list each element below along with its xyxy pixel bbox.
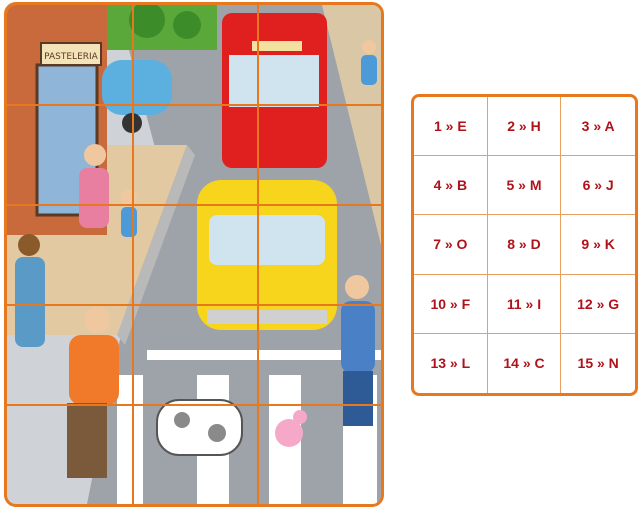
- spotted-dog: [156, 399, 243, 456]
- answer-cell: 11 » I: [487, 274, 562, 334]
- puzzle-piece[interactable]: [257, 105, 381, 205]
- answer-cell: 1 » E: [414, 97, 488, 157]
- man-right: [341, 275, 375, 426]
- crosswalk-stripe: [117, 375, 143, 504]
- man-with-dog: [67, 307, 119, 478]
- puzzle-piece[interactable]: [7, 105, 132, 205]
- puzzle-piece[interactable]: [257, 5, 381, 105]
- puzzle-piece[interactable]: [257, 305, 381, 405]
- puzzle-piece[interactable]: [7, 305, 132, 405]
- street-scene: PASTELERIA: [7, 5, 381, 504]
- grid-line-horizontal: [7, 404, 381, 406]
- grid-line-horizontal: [7, 304, 381, 306]
- answer-cell: 13 » L: [414, 333, 488, 393]
- pink-poodle: [275, 410, 307, 447]
- yellow-car-bumper: [207, 310, 327, 324]
- answer-cell: 6 » J: [561, 156, 635, 216]
- answer-cell: 15 » N: [577, 355, 619, 372]
- blue-car: [102, 60, 172, 115]
- answer-cell: 4 » B: [414, 156, 488, 216]
- shop-sign-text: PASTELERIA: [44, 52, 99, 62]
- answer-key-grid: 1 » E 2 » H 3 » A 4 » B 5 » M 6 » J 7 » …: [411, 94, 638, 396]
- tree: [129, 5, 165, 38]
- grid-line-vertical: [257, 5, 259, 504]
- puzzle-piece[interactable]: [132, 205, 257, 305]
- answer-cell: 14 » C: [488, 333, 562, 393]
- curb-left: [117, 145, 195, 345]
- puzzle-piece[interactable]: [132, 405, 257, 504]
- answer-cell: 3 » A: [561, 97, 635, 157]
- puzzle-piece[interactable]: [257, 205, 381, 305]
- grid-line-horizontal: [7, 204, 381, 206]
- crosswalk-top-line: [147, 350, 381, 360]
- puzzle-piece[interactable]: [257, 405, 381, 504]
- man-top-right: [361, 40, 377, 85]
- puzzle-piece[interactable]: [7, 5, 132, 105]
- answer-cell: 2 » H: [487, 97, 562, 157]
- puzzle-piece[interactable]: [7, 205, 132, 305]
- answer-cell: 5 » M: [487, 156, 562, 216]
- puzzle-piece[interactable]: [132, 305, 257, 405]
- tree: [173, 11, 201, 39]
- shop-sign-board: [40, 42, 102, 66]
- puzzle-board: PASTELERIA: [4, 2, 384, 507]
- answer-cell: 7 » O: [414, 215, 488, 275]
- answer-cell: 8 » D: [487, 215, 562, 275]
- bus-windshield: [229, 55, 319, 107]
- bus-sign: [252, 41, 302, 51]
- puzzle-piece[interactable]: [132, 5, 257, 105]
- grid-line-horizontal: [7, 104, 381, 106]
- puzzle-piece[interactable]: [132, 105, 257, 205]
- answer-cell: 10 » F: [414, 274, 488, 334]
- puzzle-piece[interactable]: [7, 405, 132, 504]
- grid-line-vertical: [132, 5, 134, 504]
- yellow-car-windshield: [209, 215, 325, 265]
- woman-left: [15, 234, 45, 347]
- answer-cell: 9 » K: [561, 215, 635, 275]
- answer-cell: 12 » G: [561, 275, 635, 334]
